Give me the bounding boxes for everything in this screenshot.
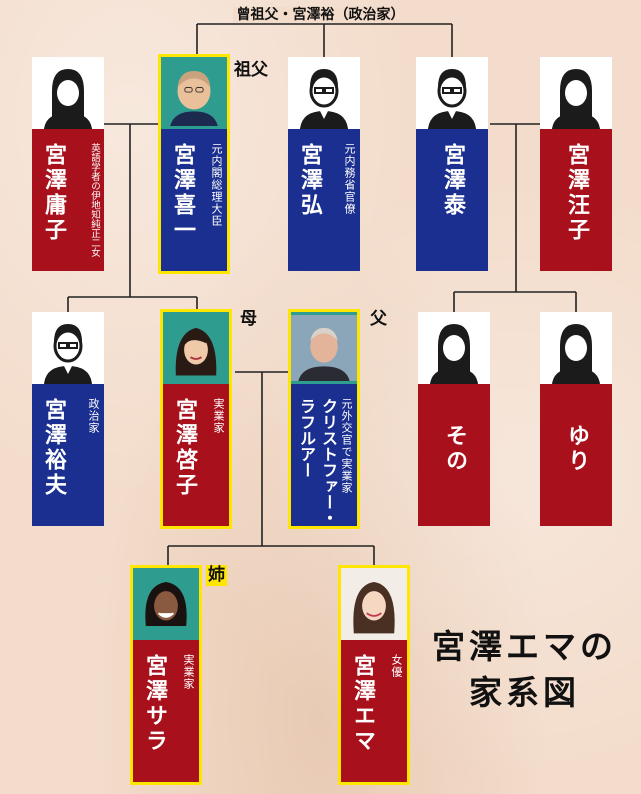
mother-label: 母 <box>240 309 257 329</box>
portrait-photo-icon <box>163 312 229 384</box>
person-card-yasushi: 宮澤泰 <box>416 57 488 271</box>
portrait-photo-icon <box>291 312 357 384</box>
person-body: 宮澤裕夫 政治家 <box>32 384 104 526</box>
person-card-yuri: ゆり <box>540 312 612 526</box>
person-name: 宮澤サラ <box>142 654 167 754</box>
male-avatar-icon <box>288 57 360 129</box>
person-card-oko: 宮澤汪子 <box>540 57 612 271</box>
female-avatar-icon <box>540 57 612 129</box>
person-name: 宮澤喜一 <box>170 143 195 243</box>
grandfather-label: 祖父 <box>234 60 268 80</box>
patriarch-title: 曾祖父・宮澤裕（政治家） <box>0 4 641 24</box>
person-role: 元内閣総理大臣 <box>210 143 223 227</box>
person-card-sono: その <box>418 312 490 526</box>
person-name: 宮澤汪子 <box>564 143 589 243</box>
person-card-keiko: 宮澤啓子 実業家 <box>160 309 232 529</box>
person-body: 宮澤サラ 実業家 <box>133 640 199 782</box>
person-role: 英語学者の伊地知純正二女 <box>89 143 100 257</box>
female-avatar-icon <box>32 57 104 129</box>
person-role: 女優 <box>390 654 403 678</box>
person-body: 宮澤弘 元内務省官僚 <box>288 129 360 271</box>
person-name: 宮澤庸子 <box>41 143 66 243</box>
father-label: 父 <box>370 309 387 329</box>
person-name: 宮澤エマ <box>350 654 375 754</box>
person-role: 実業家 <box>212 398 225 434</box>
male-avatar-icon <box>32 312 104 384</box>
person-name: クリストファー・ラフルアー <box>297 398 338 526</box>
person-body: 宮澤啓子 実業家 <box>163 384 229 526</box>
person-role: 元内務省官僚 <box>343 143 356 215</box>
person-role: 元外交官で実業家 <box>340 398 353 494</box>
person-body: 宮澤汪子 <box>540 129 612 271</box>
person-name: その <box>442 424 467 474</box>
person-name: 宮澤弘 <box>297 143 322 218</box>
person-card-emma: 宮澤エマ 女優 <box>338 565 410 785</box>
person-card-kiichi: 宮澤喜一 元内閣総理大臣 <box>158 54 230 274</box>
person-name: 宮澤泰 <box>440 143 465 218</box>
person-body: 宮澤泰 <box>416 129 488 271</box>
person-name: ゆり <box>564 424 589 474</box>
female-avatar-icon <box>418 312 490 384</box>
person-card-yoko: 宮澤庸子 英語学者の伊地知純正二女 <box>32 57 104 271</box>
person-body: 宮澤エマ 女優 <box>341 640 407 782</box>
male-avatar-icon <box>416 57 488 129</box>
person-card-hiroo: 宮澤裕夫 政治家 <box>32 312 104 526</box>
person-card-sara: 宮澤サラ 実業家 <box>130 565 202 785</box>
person-body: その <box>418 384 490 526</box>
female-avatar-icon <box>540 312 612 384</box>
person-body: ゆり <box>540 384 612 526</box>
person-body: 宮澤喜一 元内閣総理大臣 <box>161 129 227 271</box>
person-card-christopher: クリストファー・ラフルアー 元外交官で実業家 <box>288 309 360 529</box>
sister-label: 姉 <box>206 565 227 586</box>
person-body: クリストファー・ラフルアー 元外交官で実業家 <box>291 384 357 526</box>
caption-line-2: 家系図 <box>469 673 580 712</box>
person-name: 宮澤裕夫 <box>41 398 66 498</box>
portrait-photo-icon <box>161 57 227 129</box>
person-card-hiroshi: 宮澤弘 元内務省官僚 <box>288 57 360 271</box>
diagram-caption: 宮澤エマの 家系図 <box>432 624 617 716</box>
portrait-photo-icon <box>341 568 407 640</box>
portrait-photo-icon <box>133 568 199 640</box>
caption-line-1: 宮澤エマの <box>432 627 617 666</box>
person-body: 宮澤庸子 英語学者の伊地知純正二女 <box>32 129 104 271</box>
person-role: 実業家 <box>182 654 195 690</box>
person-role: 政治家 <box>87 398 100 434</box>
person-name: 宮澤啓子 <box>172 398 197 498</box>
